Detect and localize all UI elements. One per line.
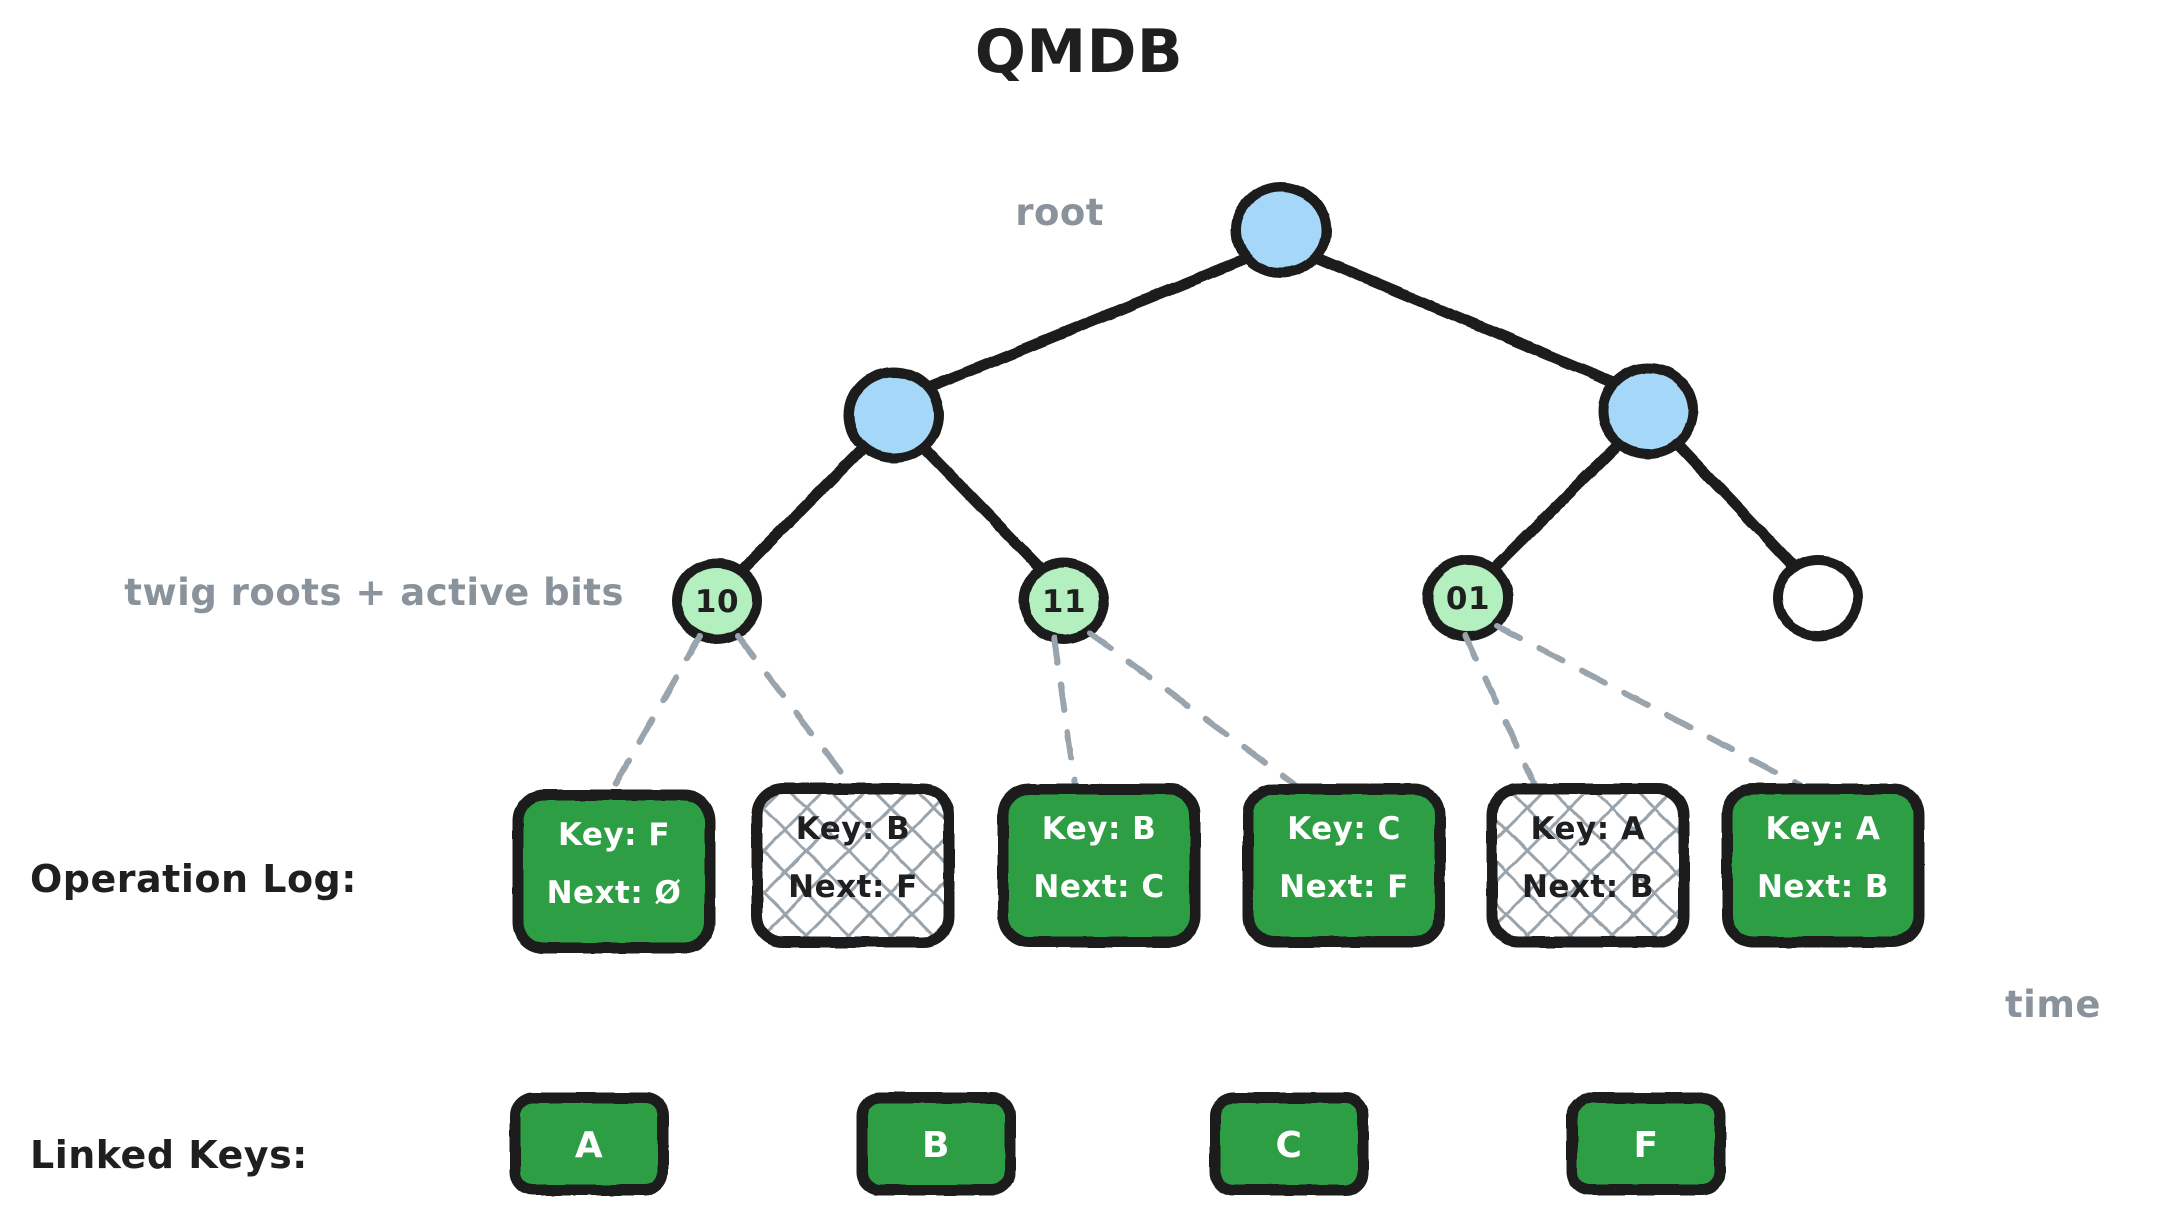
node-internal-right[interactable] (1598, 363, 1698, 459)
node-twig-11-label: 11 (1042, 584, 1086, 620)
node-twig-10[interactable]: 10 (672, 558, 762, 644)
operation-log-entry-5[interactable]: Key: A Next: B (1721, 783, 1925, 948)
operation-log-entry-5-key: Key: A (1766, 811, 1881, 847)
linked-key-item-2-label: C (1276, 1125, 1303, 1166)
node-root[interactable] (1231, 182, 1331, 278)
linked-key-item-0-box (509, 1092, 669, 1196)
node-twig-empty-shape (1773, 555, 1863, 641)
operation-log-entry-1[interactable]: Key: B Next: F (751, 783, 955, 948)
operation-log-entry-5-box (1721, 783, 1925, 948)
operation-log-entry-0-next: Next: Ø (547, 875, 682, 911)
operation-log-entry-4-box (1486, 783, 1690, 948)
linked-key-item-3[interactable]: F (1566, 1092, 1726, 1196)
node-twig-11-shape (1019, 558, 1109, 644)
node-internal-right-shape (1598, 363, 1698, 459)
node-twig-empty[interactable] (1773, 555, 1863, 641)
tree-edge-left-10 (734, 440, 871, 578)
operation-log-entry-1-key: Key: B (796, 811, 911, 847)
twig-roots-label: twig roots + active bits (124, 571, 624, 614)
linked-key-item-0[interactable]: A (509, 1092, 669, 1196)
linked-keys-label: Linked Keys: (30, 1133, 308, 1177)
time-axis-label: time (2005, 983, 2101, 1026)
linked-key-item-1-box (856, 1092, 1016, 1196)
operation-log-entry-4-next: Next: B (1522, 869, 1654, 905)
tree-nodes: 10 11 01 (672, 182, 1863, 644)
twig-link-01-to-entry-4 (1462, 632, 1538, 788)
linked-key-item-1[interactable]: B (856, 1092, 1016, 1196)
linked-key-item-0-label: A (575, 1125, 603, 1166)
operation-log-entry-5-next: Next: B (1757, 869, 1889, 905)
tree-edge-root-right (1309, 251, 1626, 391)
twig-link-01-to-entry-5 (1494, 623, 1803, 788)
node-twig-01-label: 01 (1446, 581, 1490, 617)
tree-edge-root-left (919, 252, 1254, 395)
operation-log-entry-3-box (1242, 783, 1446, 948)
root-label: root (1015, 191, 1104, 234)
tree-edge-right-01 (1486, 437, 1626, 576)
linked-key-item-3-box (1566, 1092, 1726, 1196)
operation-log-entries: Key: F Next: Ø Key: B Next: F Key: B Nex… (512, 783, 1925, 954)
node-twig-10-label: 10 (695, 584, 739, 620)
linked-key-item-1-label: B (922, 1125, 950, 1166)
node-twig-10-shape (672, 558, 762, 644)
node-twig-11[interactable]: 11 (1019, 558, 1109, 644)
operation-log-entry-2-next: Next: C (1033, 869, 1164, 905)
tree-edges (734, 251, 1803, 578)
operation-log-entry-1-box (751, 783, 955, 948)
node-internal-left-shape (844, 367, 944, 463)
operation-log-entry-2-box (997, 783, 1201, 948)
twig-link-11-to-entry-3 (1087, 630, 1298, 788)
operation-log-entry-4-key: Key: A (1531, 811, 1646, 847)
twig-link-11-to-entry-2 (1051, 634, 1078, 788)
operation-log-entry-2-key: Key: B (1042, 811, 1157, 847)
operation-log-entry-0-key: Key: F (558, 817, 670, 853)
linked-key-item-2[interactable]: C (1209, 1092, 1369, 1196)
node-internal-left[interactable] (844, 367, 944, 463)
operation-log-label: Operation Log: (30, 857, 357, 901)
page-title: QMDB (975, 17, 1183, 87)
operation-log-entry-3[interactable]: Key: C Next: F (1242, 783, 1446, 948)
tree-edge-left-11 (916, 440, 1050, 578)
operation-log-entry-3-key: Key: C (1287, 811, 1401, 847)
operation-log-entry-0[interactable]: Key: F Next: Ø (512, 789, 716, 954)
time-axis: time (507, 983, 2101, 1026)
tree-edge-right-empty (1671, 437, 1803, 576)
operation-log-entry-3-next: Next: F (1279, 869, 1409, 905)
twig-link-10-to-entry-0 (609, 633, 703, 793)
operation-log-entry-4[interactable]: Key: A Next: B (1486, 783, 1690, 948)
operation-log-entry-0-box (512, 789, 716, 954)
operation-log-entry-1-next: Next: F (788, 869, 918, 905)
operation-log-entry-2[interactable]: Key: B Next: C (997, 783, 1201, 948)
linked-key-item-3-label: F (1633, 1125, 1658, 1166)
linked-key-item-2-box (1209, 1092, 1369, 1196)
twig-link-10-to-entry-1 (735, 633, 865, 803)
node-root-shape (1231, 182, 1331, 278)
linked-keys-chain: A B C F (509, 1092, 1726, 1196)
twig-to-log-links (609, 623, 1803, 803)
